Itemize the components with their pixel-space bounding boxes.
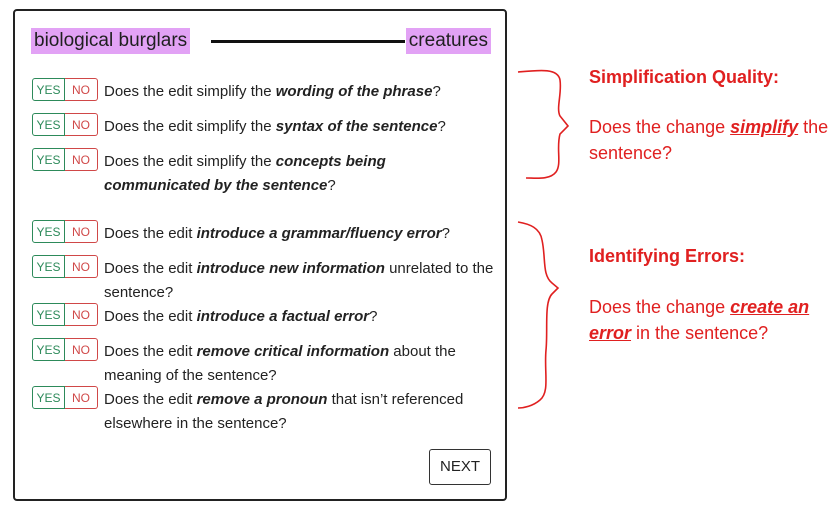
- yes-no-toggle: YES NO: [32, 78, 98, 101]
- yes-button[interactable]: YES: [32, 78, 65, 101]
- question-text: Does the edit introduce new information …: [104, 260, 494, 301]
- yes-button[interactable]: YES: [32, 220, 65, 243]
- question-text: Does the edit simplify the syntax of the…: [104, 118, 446, 135]
- yes-no-toggle: YES NO: [32, 338, 98, 361]
- yes-button[interactable]: YES: [32, 338, 65, 361]
- yes-button[interactable]: YES: [32, 113, 65, 136]
- no-button[interactable]: NO: [65, 113, 98, 136]
- errors-brace: [517, 221, 560, 409]
- edit-connector-line: [211, 40, 405, 43]
- no-button[interactable]: NO: [65, 303, 98, 326]
- question-text: Does the edit introduce a factual error?: [104, 308, 378, 325]
- errors-title: Identifying Errors:: [589, 246, 746, 266]
- simplification-title: Simplification Quality:: [589, 67, 780, 87]
- no-button[interactable]: NO: [65, 148, 98, 171]
- yes-no-toggle: YES NO: [32, 255, 98, 278]
- yes-no-toggle: YES NO: [32, 148, 98, 171]
- yes-button[interactable]: YES: [32, 255, 65, 278]
- question-text: Does the edit remove critical informatio…: [104, 343, 456, 384]
- no-button[interactable]: NO: [65, 338, 98, 361]
- annotation-panel: biological burglars creatures YES NO Doe…: [13, 9, 507, 501]
- original-phrase: biological burglars: [31, 28, 191, 54]
- question-text: Does the edit simplify the concepts bein…: [104, 153, 386, 194]
- simplification-brace: [517, 69, 570, 180]
- simplification-question: Does the change simplify the sentence?: [589, 117, 829, 163]
- no-button[interactable]: NO: [65, 255, 98, 278]
- question-text: Does the edit remove a pronoun that isn’…: [104, 391, 464, 432]
- no-button[interactable]: NO: [65, 386, 98, 409]
- yes-no-toggle: YES NO: [32, 386, 98, 409]
- yes-button[interactable]: YES: [32, 303, 65, 326]
- yes-button[interactable]: YES: [32, 148, 65, 171]
- question-text: Does the edit simplify the wording of th…: [104, 83, 441, 100]
- yes-button[interactable]: YES: [32, 386, 65, 409]
- replacement-phrase: creatures: [405, 28, 491, 54]
- no-button[interactable]: NO: [65, 78, 98, 101]
- next-button[interactable]: NEXT: [429, 449, 491, 485]
- no-button[interactable]: NO: [65, 220, 98, 243]
- yes-no-toggle: YES NO: [32, 220, 98, 243]
- yes-no-toggle: YES NO: [32, 303, 98, 326]
- question-text: Does the edit introduce a grammar/fluenc…: [104, 225, 450, 242]
- yes-no-toggle: YES NO: [32, 113, 98, 136]
- errors-question: Does the change create an error in the s…: [589, 297, 810, 343]
